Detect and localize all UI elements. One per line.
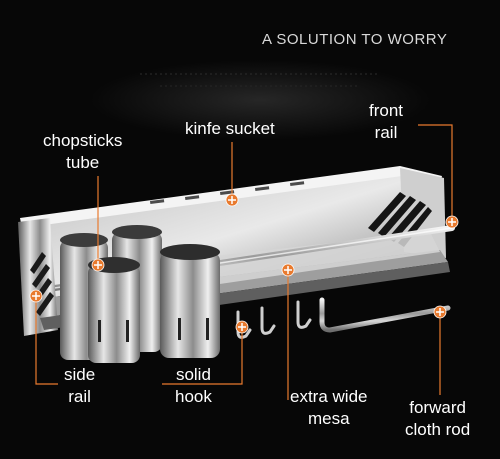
label-knife-socket: kinfe sucket [185,119,275,138]
leader-lines [35,124,453,400]
leader-front-rail [418,124,453,222]
label-side-rail: side rail [64,365,96,406]
background-glow [90,60,430,140]
label-forward-cloth-rod: forward cloth rod [405,398,471,439]
right-panel-slots [368,192,432,247]
label-extra-wide-mesa: extra wide mesa [290,387,368,428]
headline: A SOLUTION TO WORRY [262,31,448,48]
label-front-rail: front rail [369,101,404,142]
knife-slots [150,181,305,204]
chopsticks-tubes [60,225,220,363]
label-chopsticks-tube: chopsticks tube [43,131,123,172]
forward-cloth-rod-bar [319,261,451,333]
label-solid-hook: solid hook [175,365,212,406]
leader-side-rail [35,296,58,385]
solid-hooks [236,300,312,339]
marker-plus-glyphs [32,196,456,331]
leader-hook [162,330,243,385]
